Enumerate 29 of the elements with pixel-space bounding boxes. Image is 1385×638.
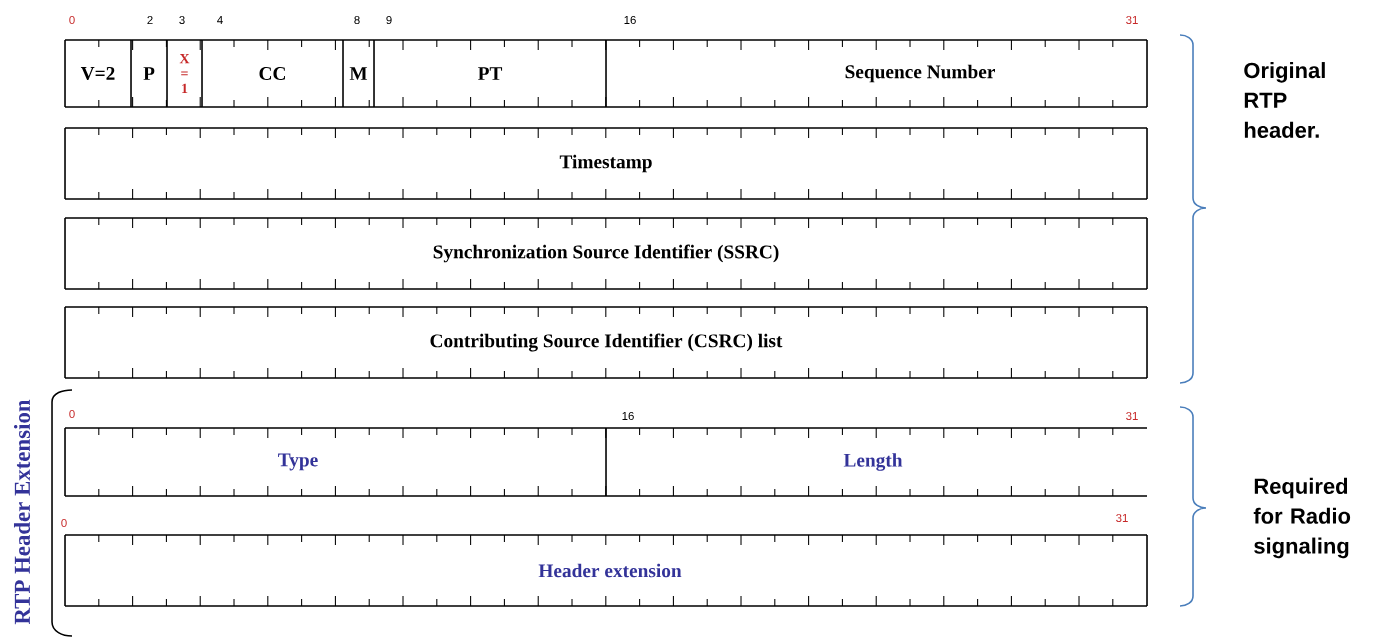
bit-number: 4: [217, 16, 223, 24]
field-cell: Timestamp: [64, 127, 1148, 200]
field-cell: Type: [64, 427, 607, 497]
field-cell: Sequence Number: [605, 39, 1148, 108]
bit-number: 16: [622, 411, 634, 421]
bracket-label: Required for Radio signaling: [1253, 477, 1351, 559]
bit-number: 9: [386, 15, 392, 25]
field-cell: X = 1: [166, 39, 203, 108]
field-cell: CC: [201, 39, 344, 108]
field-cell: Length: [605, 427, 1148, 497]
field-cell: P: [130, 39, 168, 108]
bracket-label: Original RTP header.: [1244, 62, 1325, 138]
field-cell: Header extension: [64, 534, 1148, 607]
bit-number: 16: [624, 15, 636, 25]
field-cell: Synchronization Source Identifier (SSRC): [64, 217, 1148, 290]
field-cell: M: [342, 39, 375, 108]
field-cell: PT: [373, 39, 607, 108]
bit-number: 31: [1126, 411, 1138, 421]
bit-number: 2: [147, 16, 153, 24]
bit-number: 0: [69, 15, 75, 25]
bit-number: 0: [69, 409, 75, 419]
bit-number: 31: [1116, 513, 1128, 523]
bracket-label: RTP Header Extension: [14, 399, 31, 625]
bit-number: 3: [179, 15, 185, 25]
field-cell: Contributing Source Identifier (CSRC) list: [64, 306, 1148, 379]
bit-number: 8: [354, 15, 360, 25]
field-cell: V=2: [64, 39, 132, 108]
bit-number: 0: [61, 518, 67, 528]
bit-number: 31: [1126, 15, 1138, 25]
